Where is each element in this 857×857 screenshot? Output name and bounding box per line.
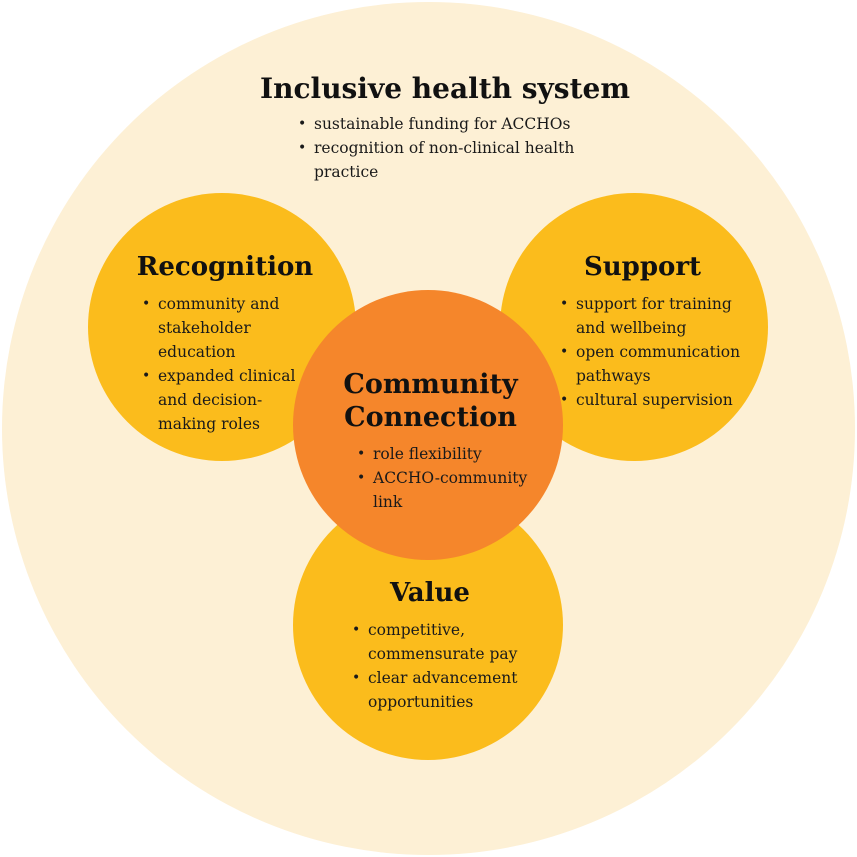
recognition-list: community and stakeholder education expa…	[140, 292, 315, 436]
community-connection-title: Community Connection	[343, 369, 518, 433]
list-item: ACCHO-community link	[355, 466, 545, 514]
list-item: competitive, commensurate pay	[350, 618, 530, 666]
list-item: open communication pathways	[558, 340, 758, 388]
list-item: support for training and wellbeing	[558, 292, 758, 340]
value-title: Value	[390, 578, 470, 608]
circle-community-connection	[293, 290, 563, 560]
support-list: support for training and wellbeing open …	[558, 292, 758, 412]
community-connection-list: role flexibility ACCHO-community link	[355, 442, 545, 514]
list-item: role flexibility	[355, 442, 545, 466]
list-item: clear advancement opportunities	[350, 666, 530, 714]
support-block: Support support for training and wellbei…	[530, 252, 755, 412]
list-item: community and stakeholder education	[140, 292, 315, 364]
inclusive-health-system-title: Inclusive health system	[260, 72, 630, 105]
support-title: Support	[583, 252, 702, 282]
value-list: competitive, commensurate pay clear adva…	[350, 618, 530, 714]
list-item: cultural supervision	[558, 388, 758, 412]
list-item: recognition of non-clinical health pract…	[296, 136, 616, 184]
community-connection-block: Community Connection role flexibility AC…	[318, 368, 543, 514]
inclusive-health-system-list: sustainable funding for ACCHOs recogniti…	[296, 112, 616, 184]
inclusive-health-system-block: Inclusive health system sustainable fund…	[240, 72, 650, 184]
recognition-block: Recognition community and stakeholder ed…	[120, 252, 330, 436]
list-item: expanded clinical and decision-making ro…	[140, 364, 315, 436]
list-item: sustainable funding for ACCHOs	[296, 112, 616, 136]
recognition-title: Recognition	[136, 252, 314, 282]
value-block: Value competitive, commensurate pay clea…	[330, 578, 530, 714]
